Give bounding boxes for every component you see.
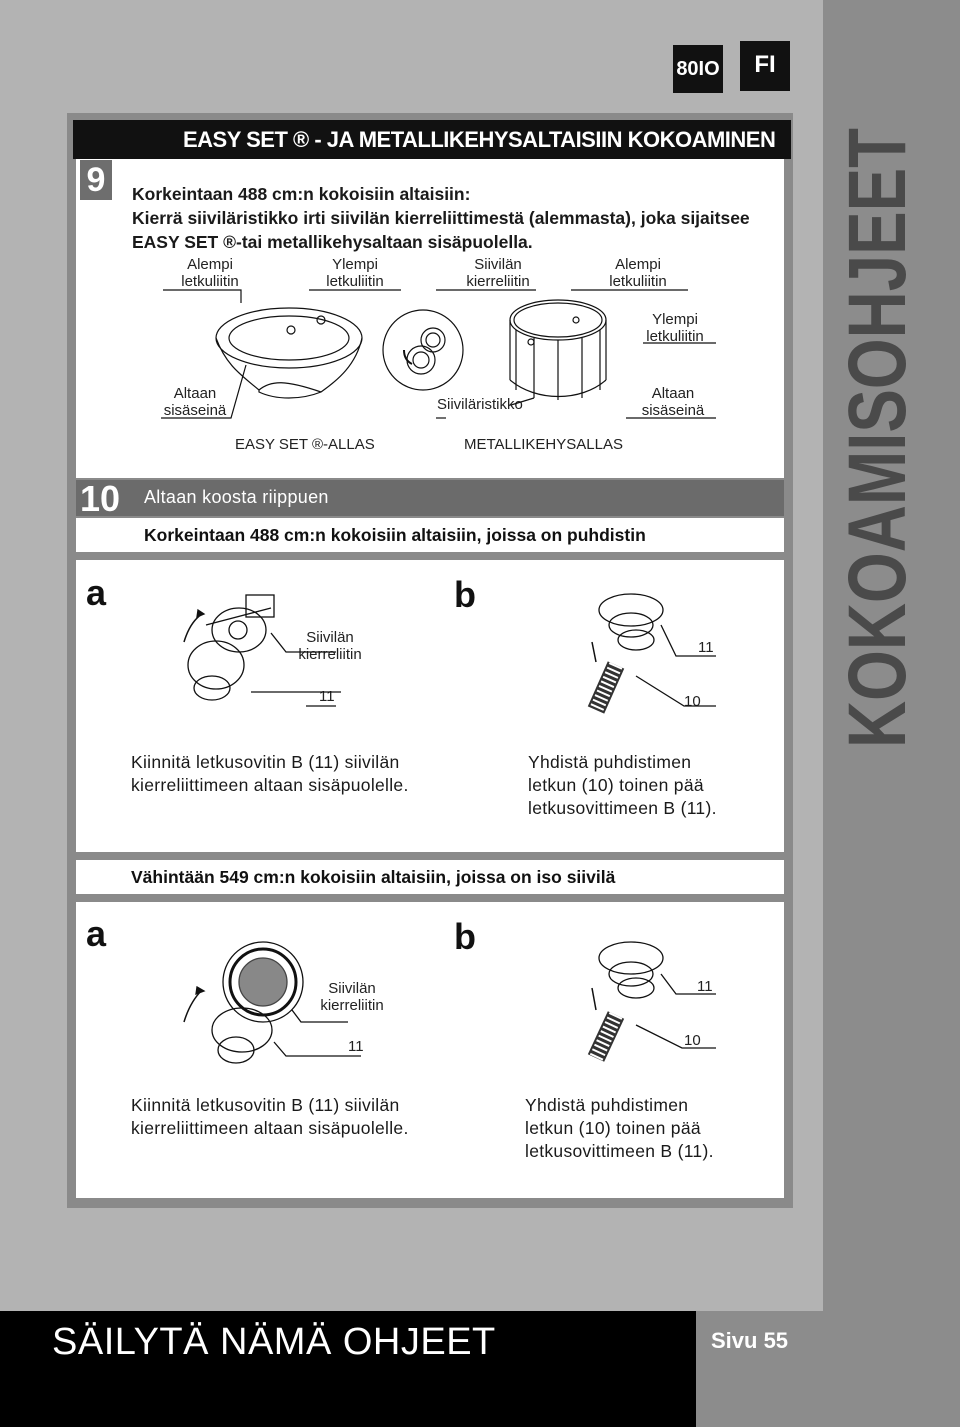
intro-line-1: Korkeintaan 488 cm:n kokoisiin altaisiin… [132,184,471,204]
step1-b: b [454,574,476,615]
step1b-label-11: 11 [698,639,714,656]
label-ylempi-letkuliitin-2: Ylempi letkuliitin [646,311,704,345]
step2a-label-11: 11 [348,1038,364,1055]
footer-title: SÄILYTÄ NÄMÄ OHJEET [52,1321,496,1363]
step2b-text-line-3: letkusovittimeen B (11). [525,1141,714,1161]
page-number: Sivu 55 [711,1328,789,1353]
sub1-title: Korkeintaan 488 cm:n kokoisiin altaisiin… [144,525,646,545]
step1a-text-line-1: Kiinnitä letkusovitin B (11) siivilän [131,752,400,772]
section10-bar [76,480,784,516]
step1-illustration [183,593,716,714]
step1a-text-line-2: kierreliittimeen altaan sisäpuolelle. [131,775,409,795]
step2b-text-line-1: Yhdistä puhdistimen [525,1095,689,1115]
step1b-text-line-2: letkun (10) toinen pää [528,775,704,795]
step2b-text-line-2: letkun (10) toinen pää [525,1118,701,1138]
model-badge: 80IO [673,45,723,93]
label-ylempi-letkuliitin-1: Ylempi letkuliitin [326,256,384,290]
section9-intro: Korkeintaan 488 cm:n kokoisiin altaisiin… [132,182,772,254]
sub2-title: Vähintään 549 cm:n kokoisiin altaisiin, … [131,867,616,887]
label-siivilan-kierreliitin: Siivilän kierreliitin [466,256,530,290]
step2a-label-siivilan: Siivilän kierreliitin [320,980,384,1014]
label-metallikehysallas: METALLIKEHYSALLAS [464,436,623,453]
step2b-label-10: 10 [684,1032,701,1049]
step1a-text: Kiinnitä letkusovitin B (11) siivilän ki… [131,751,409,797]
sub1-panel [76,518,784,552]
step2b-label-11: 11 [697,978,713,995]
step2b-text: Yhdistä puhdistimen letkun (10) toinen p… [525,1094,714,1163]
section9-title: EASY SET ® - JA METALLIKEHYSALTAISIIN KO… [73,120,791,159]
language-badge: FI [740,41,790,91]
step1b-text-line-3: letkusovittimeen B (11). [528,798,717,818]
label-alempi-letkuliitin-2: Alempi letkuliitin [609,256,667,290]
section10-number: 10 [80,478,121,519]
label-easy-set-allas: EASY SET ®-ALLAS [235,436,375,453]
step2a-text-line-2: kierreliittimeen altaan sisäpuolelle. [131,1118,409,1138]
step2-illustration [183,941,716,1064]
sidebar-band [823,0,960,1427]
step2-panel [76,902,784,1198]
step1-panel [76,560,784,852]
footer-bar [0,1311,696,1427]
label-altaan-sisaseina-1: Altaan sisäseinä [163,385,227,419]
step1b-text: Yhdistä puhdistimen letkun (10) toinen p… [528,751,717,820]
section9-number: 9 [80,160,112,200]
step2a-text: Kiinnitä letkusovitin B (11) siivilän ki… [131,1094,409,1140]
svg-text:KOKOAMISOHJEET: KOKOAMISOHJEET [835,128,915,748]
step1b-text-line-1: Yhdistä puhdistimen [528,752,692,772]
section10-bar-text: Altaan koosta riippuen [144,487,329,507]
sidebar-title: KOKOAMISOHJEET [835,128,915,748]
step2-b: b [454,916,476,957]
step1a-label-siivilan: Siivilän kierreliitin [298,629,362,663]
intro-line-3: EASY SET ®-tai metallikehysaltaan sisäpu… [132,232,533,252]
step2a-text-line-1: Kiinnitä letkusovitin B (11) siivilän [131,1095,400,1115]
sub2-panel [76,860,784,894]
intro-line-2: Kierrä siiviläristikko irti siivilän kie… [132,208,750,228]
section9-illustration [161,289,716,419]
footer-page-box [696,1311,823,1427]
label-siivilaristikko: Siiviläristikko [437,396,523,413]
step1-a: a [86,572,107,613]
label-altaan-sisaseina-2: Altaan sisäseinä [641,385,705,419]
label-alempi-letkuliitin-1: Alempi letkuliitin [181,256,239,290]
step2-a: a [86,913,107,954]
